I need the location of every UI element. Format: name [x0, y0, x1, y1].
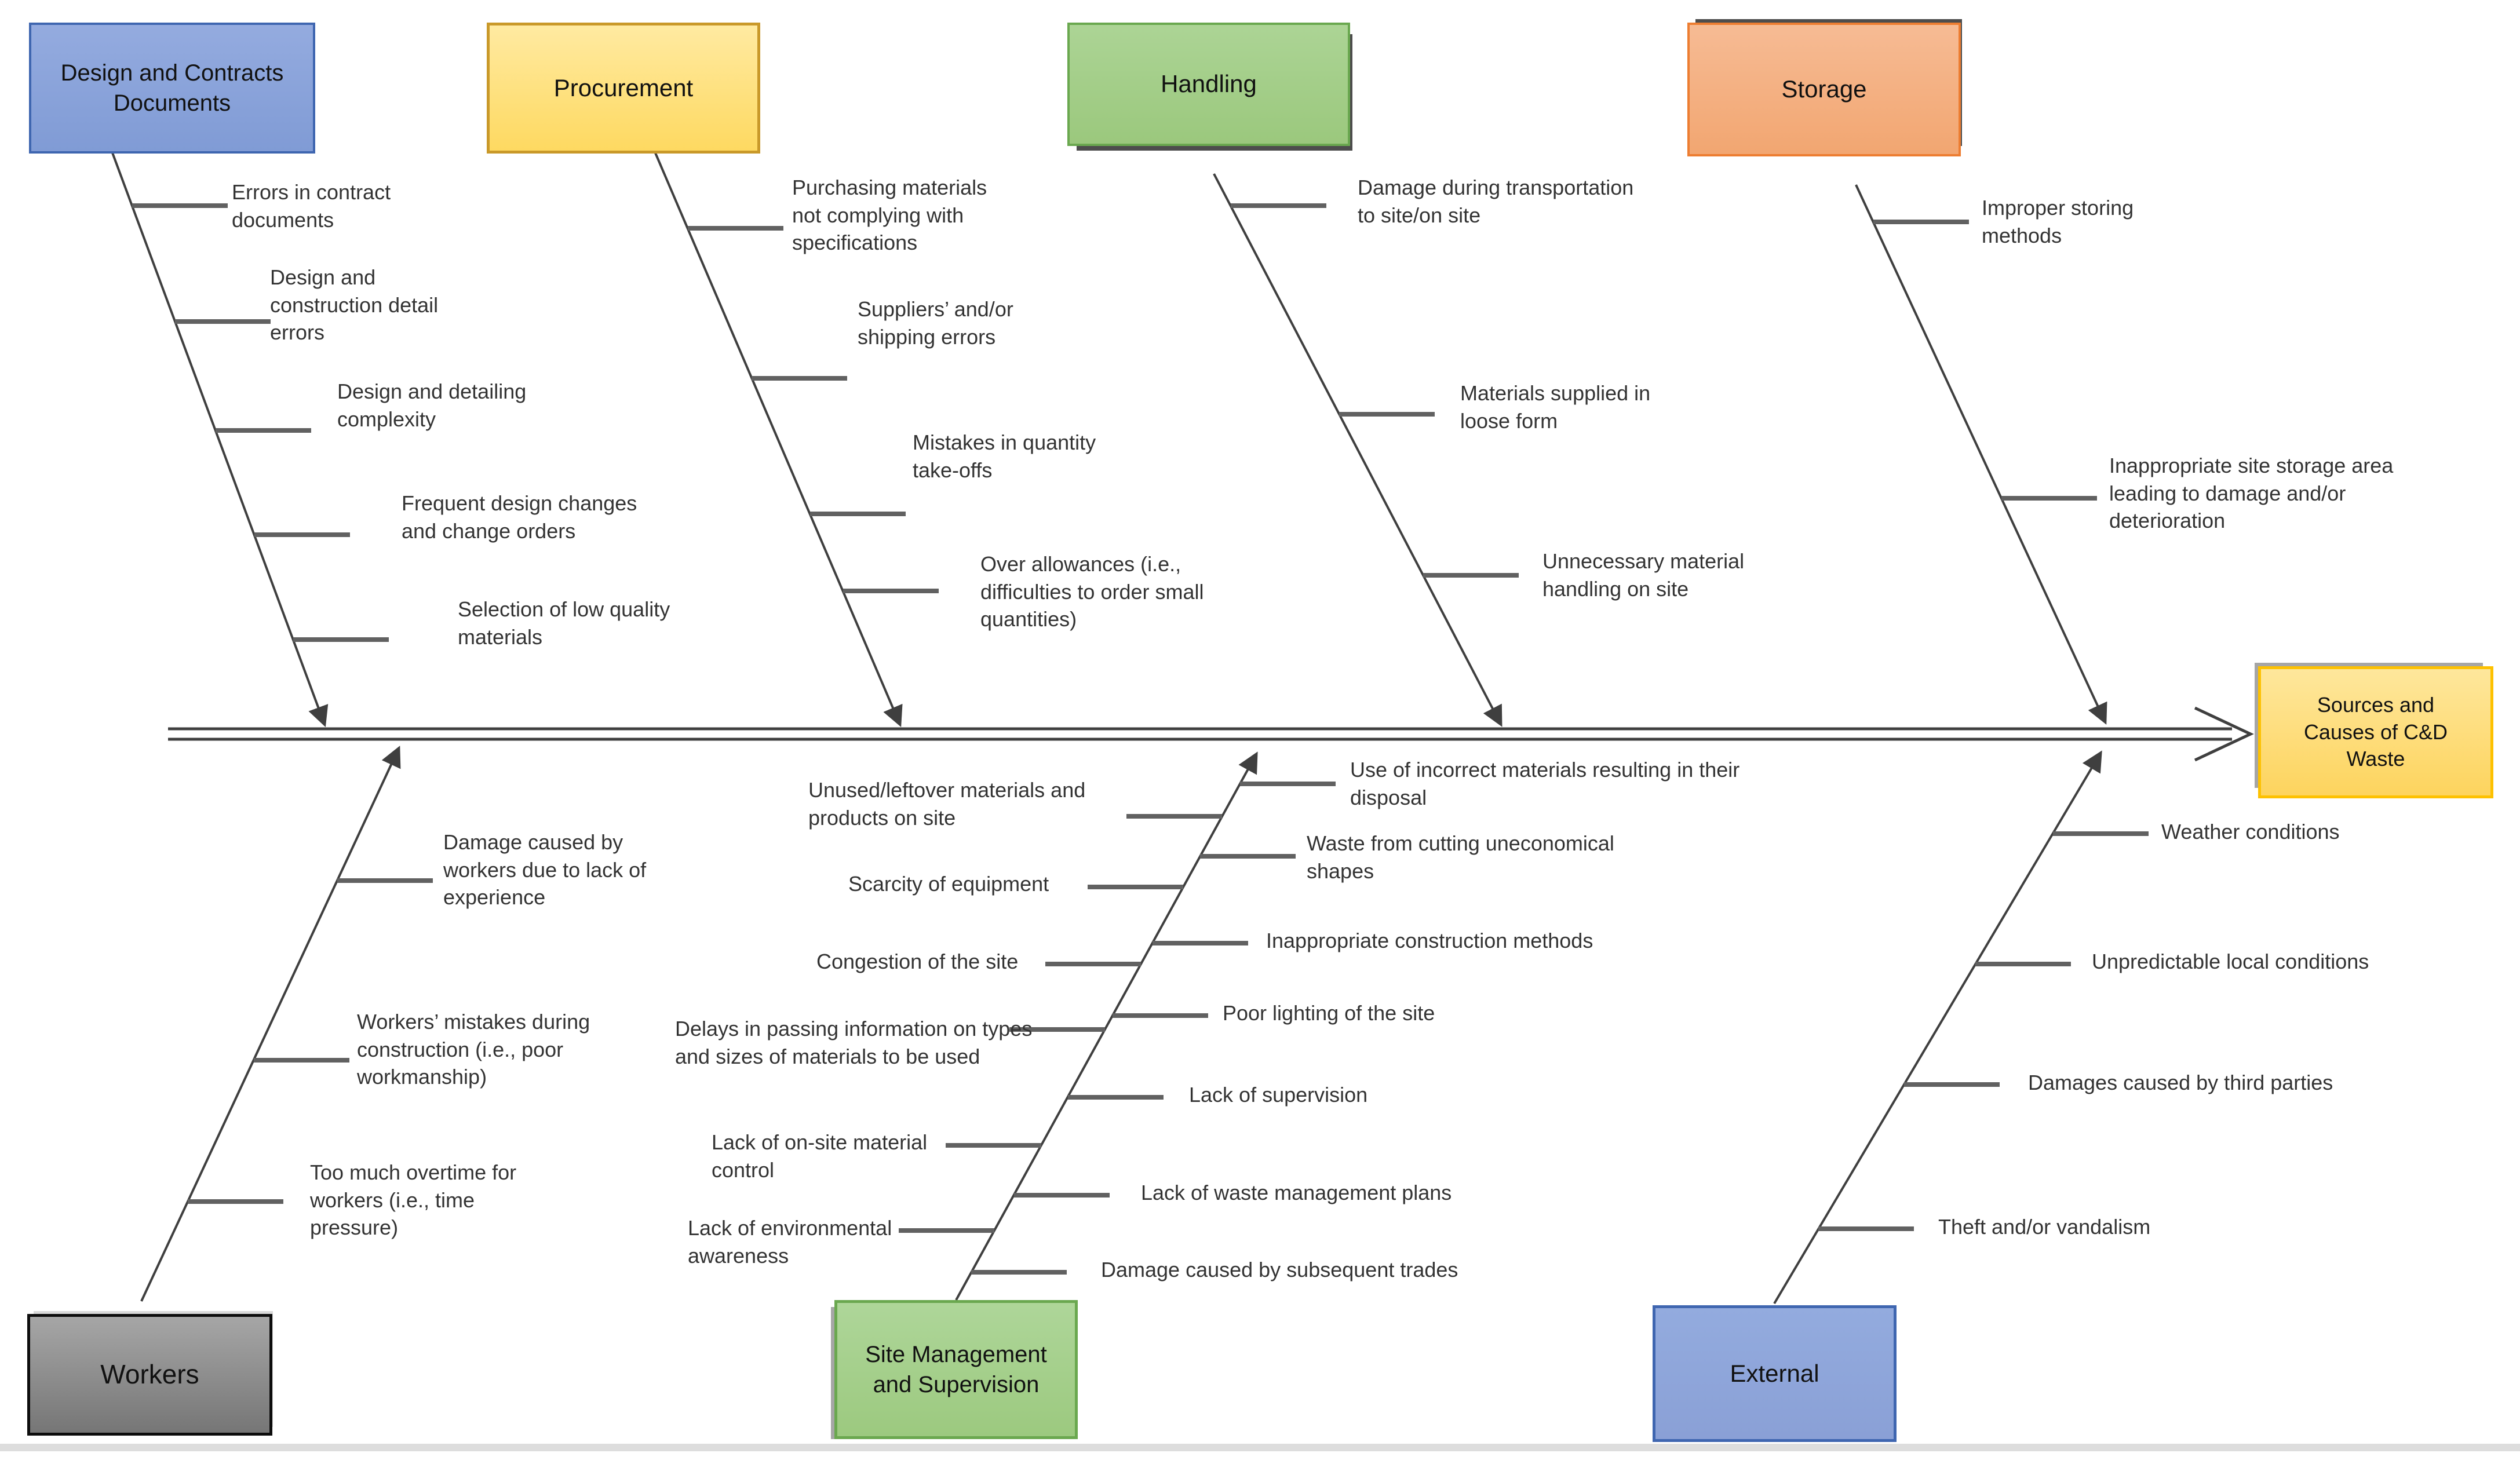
cause-label: Delays in passing information on types a… — [675, 1017, 1033, 1068]
effect-label: Sources and Causes of C&D Waste — [2303, 692, 2448, 771]
bone-sitemgmt — [955, 751, 1258, 1301]
category-label: Procurement — [553, 74, 694, 101]
cause-label: Inappropriate construction methods — [1266, 929, 1593, 952]
category-label: Design and Contracts Documents — [60, 60, 284, 116]
category-label: External — [1730, 1359, 1819, 1387]
category-box-design-and-contracts-documents: Design and Contracts Documents — [29, 23, 315, 154]
category-label: Handling — [1161, 70, 1257, 98]
spine-arrow — [168, 706, 2254, 762]
bone-handling — [1213, 173, 1502, 727]
cause-label: Frequent design changes and change order… — [402, 491, 637, 543]
cause-label: Suppliers’ and/or shipping errors — [858, 297, 1013, 349]
bone-storage — [1855, 184, 2107, 725]
cause-label: Damage during transportation to site/on … — [1358, 176, 1634, 227]
cause-label: Lack of supervision — [1189, 1083, 1368, 1107]
bone-workers — [140, 746, 401, 1302]
cause-label: Poor lighting of the site — [1223, 1001, 1435, 1025]
cause-label: Too much overtime for workers (i.e., tim… — [310, 1160, 517, 1240]
cause-ticks — [132, 203, 2149, 1275]
cause-label: Lack of environmental awareness — [688, 1216, 892, 1268]
effect-box: Sources and Causes of C&D Waste — [2258, 666, 2493, 798]
cause-label: Damage caused by workers due to lack of … — [443, 830, 647, 910]
category-box-external: External — [1653, 1305, 1897, 1442]
cause-label: Design and construction detail errors — [270, 265, 439, 345]
cause-label: Damages caused by third parties — [2028, 1071, 2333, 1094]
category-box-workers: Workers — [27, 1314, 272, 1436]
cause-label: Unnecessary material handling on site — [1542, 549, 1745, 601]
cause-label: Errors in contract documents — [232, 180, 391, 232]
category-label: Workers — [100, 1359, 199, 1390]
category-bones — [109, 144, 2107, 1305]
category-label: Site Management and Supervision — [865, 1342, 1047, 1397]
cause-label: Damage caused by subsequent trades — [1101, 1258, 1458, 1282]
cause-label: Workers’ mistakes during construction (i… — [357, 1010, 590, 1089]
cause-label: Design and detailing complexity — [337, 379, 527, 431]
cause-label: Materials supplied in loose form — [1460, 381, 1651, 433]
bone-design — [109, 146, 329, 728]
category-label: Storage — [1781, 75, 1867, 103]
cause-label: Theft and/or vandalism — [1938, 1215, 2151, 1239]
cause-label: Inappropriate site storage area leading … — [2109, 454, 2394, 533]
bone-procurement — [651, 144, 903, 727]
cause-label: Lack of on-site material control — [712, 1130, 928, 1182]
cause-label: Purchasing materials not complying with … — [792, 176, 987, 255]
cause-label: Lack of waste management plans — [1141, 1181, 1452, 1204]
cause-label: Improper storing methods — [1982, 196, 2134, 247]
cause-label: Weather conditions — [2161, 820, 2340, 844]
category-box-procurement: Procurement — [487, 23, 760, 154]
cause-label: Mistakes in quantity take-offs — [913, 430, 1096, 482]
category-box-storage: Storage — [1687, 23, 1961, 156]
cause-label: Over allowances (i.e., difficulties to o… — [980, 552, 1204, 631]
cause-label: Congestion of the site — [816, 950, 1019, 973]
cause-label: Selection of low quality materials — [458, 597, 670, 649]
cause-label: Unpredictable local conditions — [2092, 950, 2369, 973]
bottom-divider-line — [0, 1444, 2520, 1451]
cause-label: Waste from cutting uneconomical shapes — [1307, 831, 1614, 883]
cause-label: Scarcity of equipment — [848, 872, 1049, 896]
cause-label: Unused/leftover materials and products o… — [808, 778, 1086, 830]
category-box-site-management-and-supervision: Site Management and Supervision — [834, 1300, 1078, 1439]
cause-label: Use of incorrect materials resulting in … — [1350, 758, 1740, 809]
category-box-handling: Handling — [1067, 23, 1350, 146]
bone-external — [1773, 750, 2102, 1305]
